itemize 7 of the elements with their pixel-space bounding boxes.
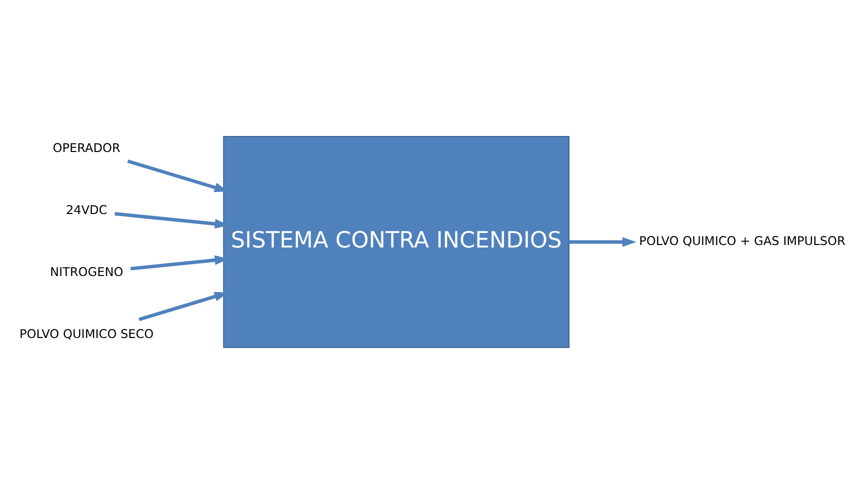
node-text: POLVO QUIMICO + GAS IMPULSOR — [639, 234, 846, 248]
node-text: NITROGENO — [50, 264, 124, 279]
node-box: SISTEMA CONTRA INCENDIOS — [223, 136, 570, 348]
arrow — [569, 236, 636, 246]
node-text: POLVO QUIMICO SECO — [20, 326, 154, 341]
node-text: OPERADOR — [52, 140, 120, 155]
node-text: 24VDC — [66, 202, 108, 217]
